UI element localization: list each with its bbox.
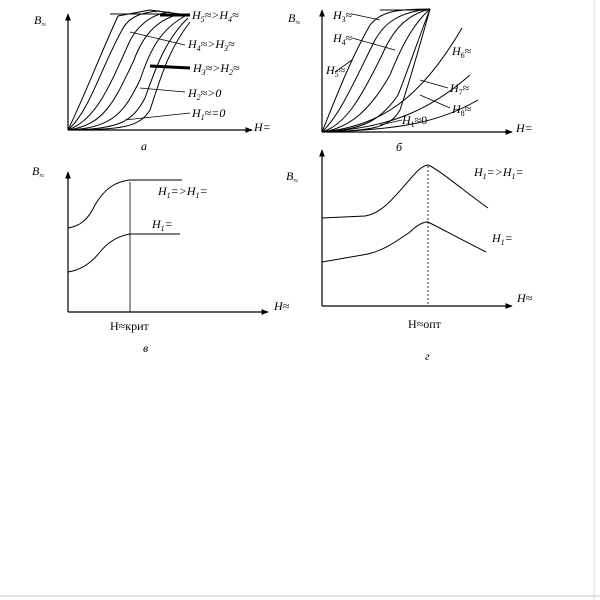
panel-b-curve-8 <box>321 74 471 133</box>
panel-b-leader-1 <box>351 13 381 21</box>
panel-b-curve-7 <box>321 27 463 133</box>
panel-c-caption: в <box>143 341 148 355</box>
panel-b-curve-4 <box>321 8 431 133</box>
panel-d-curve-lower <box>321 221 487 263</box>
panel-b-leader-3 <box>334 59 353 73</box>
panel-a-y-label: B≈ <box>34 13 46 29</box>
panel-a: B≈ H= а H5≈>H4≈ H4≈>H3≈ H3≈>H2≈ H2≈>0 H1… <box>34 8 271 153</box>
panel-c-curve-lower <box>67 233 180 273</box>
panel-d-optimal-label: H≈опт <box>408 317 442 331</box>
panel-c-lower-label: H1= <box>151 217 173 233</box>
panel-b-leader-6 <box>379 119 403 126</box>
panel-b-caption: б <box>396 140 403 154</box>
panel-a-curve-5 <box>67 15 186 131</box>
panel-b-leader-4 <box>419 79 449 89</box>
panel-a-curve-4 <box>67 13 181 131</box>
panel-a-curve-1 <box>67 9 181 131</box>
panel-b-label-h6: H6≈ <box>451 44 472 60</box>
panel-a-x-label: H= <box>253 120 271 134</box>
panel-b-x-label: H= <box>515 121 533 135</box>
panel-b-leader-2 <box>351 37 396 51</box>
panel-c-y-label: B≈ <box>32 164 44 180</box>
panel-d-x-label: H≈ <box>516 291 533 305</box>
panel-d-lower-label: H1= <box>491 231 513 247</box>
panel-c-critical-label: H≈крит <box>110 319 150 333</box>
panel-b-curve-3 <box>321 8 431 133</box>
panel-c-x-label: H≈ <box>273 299 290 313</box>
panel-a-curve-label-5: H1≈=0 <box>191 106 225 122</box>
panel-c: B≈ H≈ H1=>H1= H1= H≈крит в <box>32 164 290 355</box>
panel-b-label-h7: H7≈ <box>449 81 470 97</box>
panel-b-label-h8: H8≈ <box>451 102 472 118</box>
panel-d-caption: г <box>425 349 430 363</box>
panel-b-label-h3: H3≈ <box>332 8 353 24</box>
panel-a-leader-4 <box>139 87 186 93</box>
panel-d-upper-label: H1=>H1= <box>473 165 524 181</box>
panel-b-curve-5 <box>321 8 431 133</box>
panel-a-curve-3 <box>67 11 171 131</box>
panel-d-curve-upper <box>321 164 489 219</box>
panel-c-curve-upper <box>67 179 182 229</box>
panel-b-curve-2 <box>321 8 431 133</box>
panel-a-curve-label-1: H5≈>H4≈ <box>191 8 239 24</box>
panel-a-curve-2 <box>67 10 161 131</box>
panel-b-y-label: B≈ <box>288 11 300 27</box>
panel-a-curve-6 <box>67 17 189 131</box>
panel-a-curve-7 <box>67 21 191 131</box>
panel-d: B≈ H≈ H1=>H1= H1= H≈опт г <box>286 149 533 363</box>
panel-b-leader-5 <box>419 94 451 109</box>
panel-b-label-h5: H5≈ <box>325 63 346 79</box>
panel-b-label-h4: H4≈ <box>332 31 353 47</box>
panel-a-curve-label-2: H4≈>H3≈ <box>187 37 235 53</box>
panel-b-label-h1: H1≈0 <box>401 113 427 129</box>
panel-a-leader-3 <box>149 64 191 70</box>
panel-b-curve-9 <box>321 99 479 133</box>
panel-a-leader-5 <box>124 112 191 121</box>
panel-a-leader-2 <box>129 31 186 46</box>
panel-c-upper-label: H1=>H1= <box>157 184 208 200</box>
panel-d-y-label: B≈ <box>286 169 298 185</box>
panel-a-caption: а <box>141 139 147 153</box>
panel-a-curve-label-3: H3≈>H2≈ <box>192 61 240 77</box>
panel-a-curve-label-4: H2≈>0 <box>187 86 221 102</box>
panel-b: B≈ H= б H3≈ H4≈ H5≈ H6≈ H7≈ H8≈ H1≈0 <box>288 8 533 154</box>
